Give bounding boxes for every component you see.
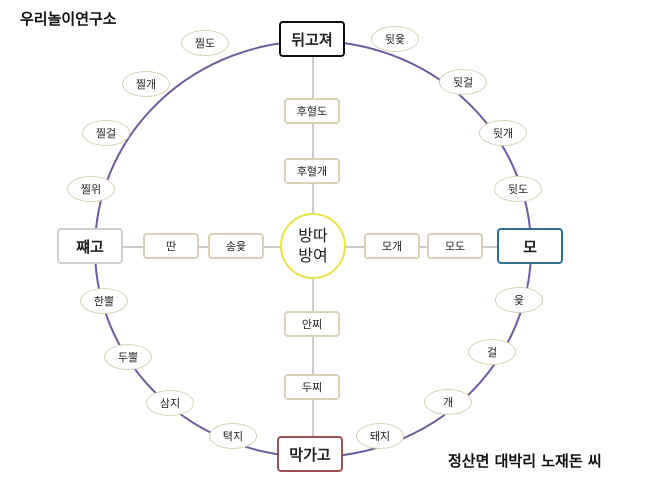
- outer-node: 찔개: [122, 71, 170, 97]
- center-line-1: 방따: [298, 226, 328, 245]
- inner-node-right: 모개: [364, 233, 420, 259]
- inner-node-left: 딴: [143, 233, 199, 259]
- outer-node: 텩지: [209, 423, 257, 449]
- outer-node: 뒷걸: [439, 69, 487, 95]
- header-title: 우리놀이연구소: [20, 10, 117, 28]
- inner-node-bottom: 안찌: [284, 311, 340, 337]
- inner-node-bottom: 두찌: [284, 374, 340, 400]
- outer-node: 뒷도: [494, 176, 542, 202]
- inner-node-left: 송윷: [208, 233, 264, 259]
- corner-top: 뒤고져: [279, 21, 345, 57]
- outer-node: 삼지: [146, 390, 194, 416]
- outer-node: 뒷개: [479, 120, 527, 146]
- corner-bottom: 막가고: [277, 436, 343, 472]
- footer-credit: 정산면 대박리 노재돈 씨: [448, 452, 602, 470]
- inner-node-top: 후혈도: [284, 98, 340, 124]
- inner-node-top: 후혈개: [284, 158, 340, 184]
- outer-node: 뒷윷: [371, 26, 419, 52]
- outer-node: 한뿔: [80, 288, 128, 314]
- corner-left: 쨰고: [57, 228, 123, 264]
- outer-node: 개: [424, 389, 472, 415]
- center-node: 방따 방여: [280, 213, 346, 279]
- outer-node: 돼지: [356, 423, 404, 449]
- corner-right: 모: [497, 228, 563, 264]
- outer-node: 걸: [468, 339, 516, 365]
- outer-node: 찔도: [181, 30, 229, 56]
- outer-node: 윷: [495, 287, 543, 313]
- center-line-2: 방여: [298, 246, 328, 265]
- inner-node-right: 모도: [427, 233, 483, 259]
- outer-node: 찔걸: [82, 120, 130, 146]
- outer-node: 찔위: [67, 176, 115, 202]
- outer-node: 두뿔: [104, 344, 152, 370]
